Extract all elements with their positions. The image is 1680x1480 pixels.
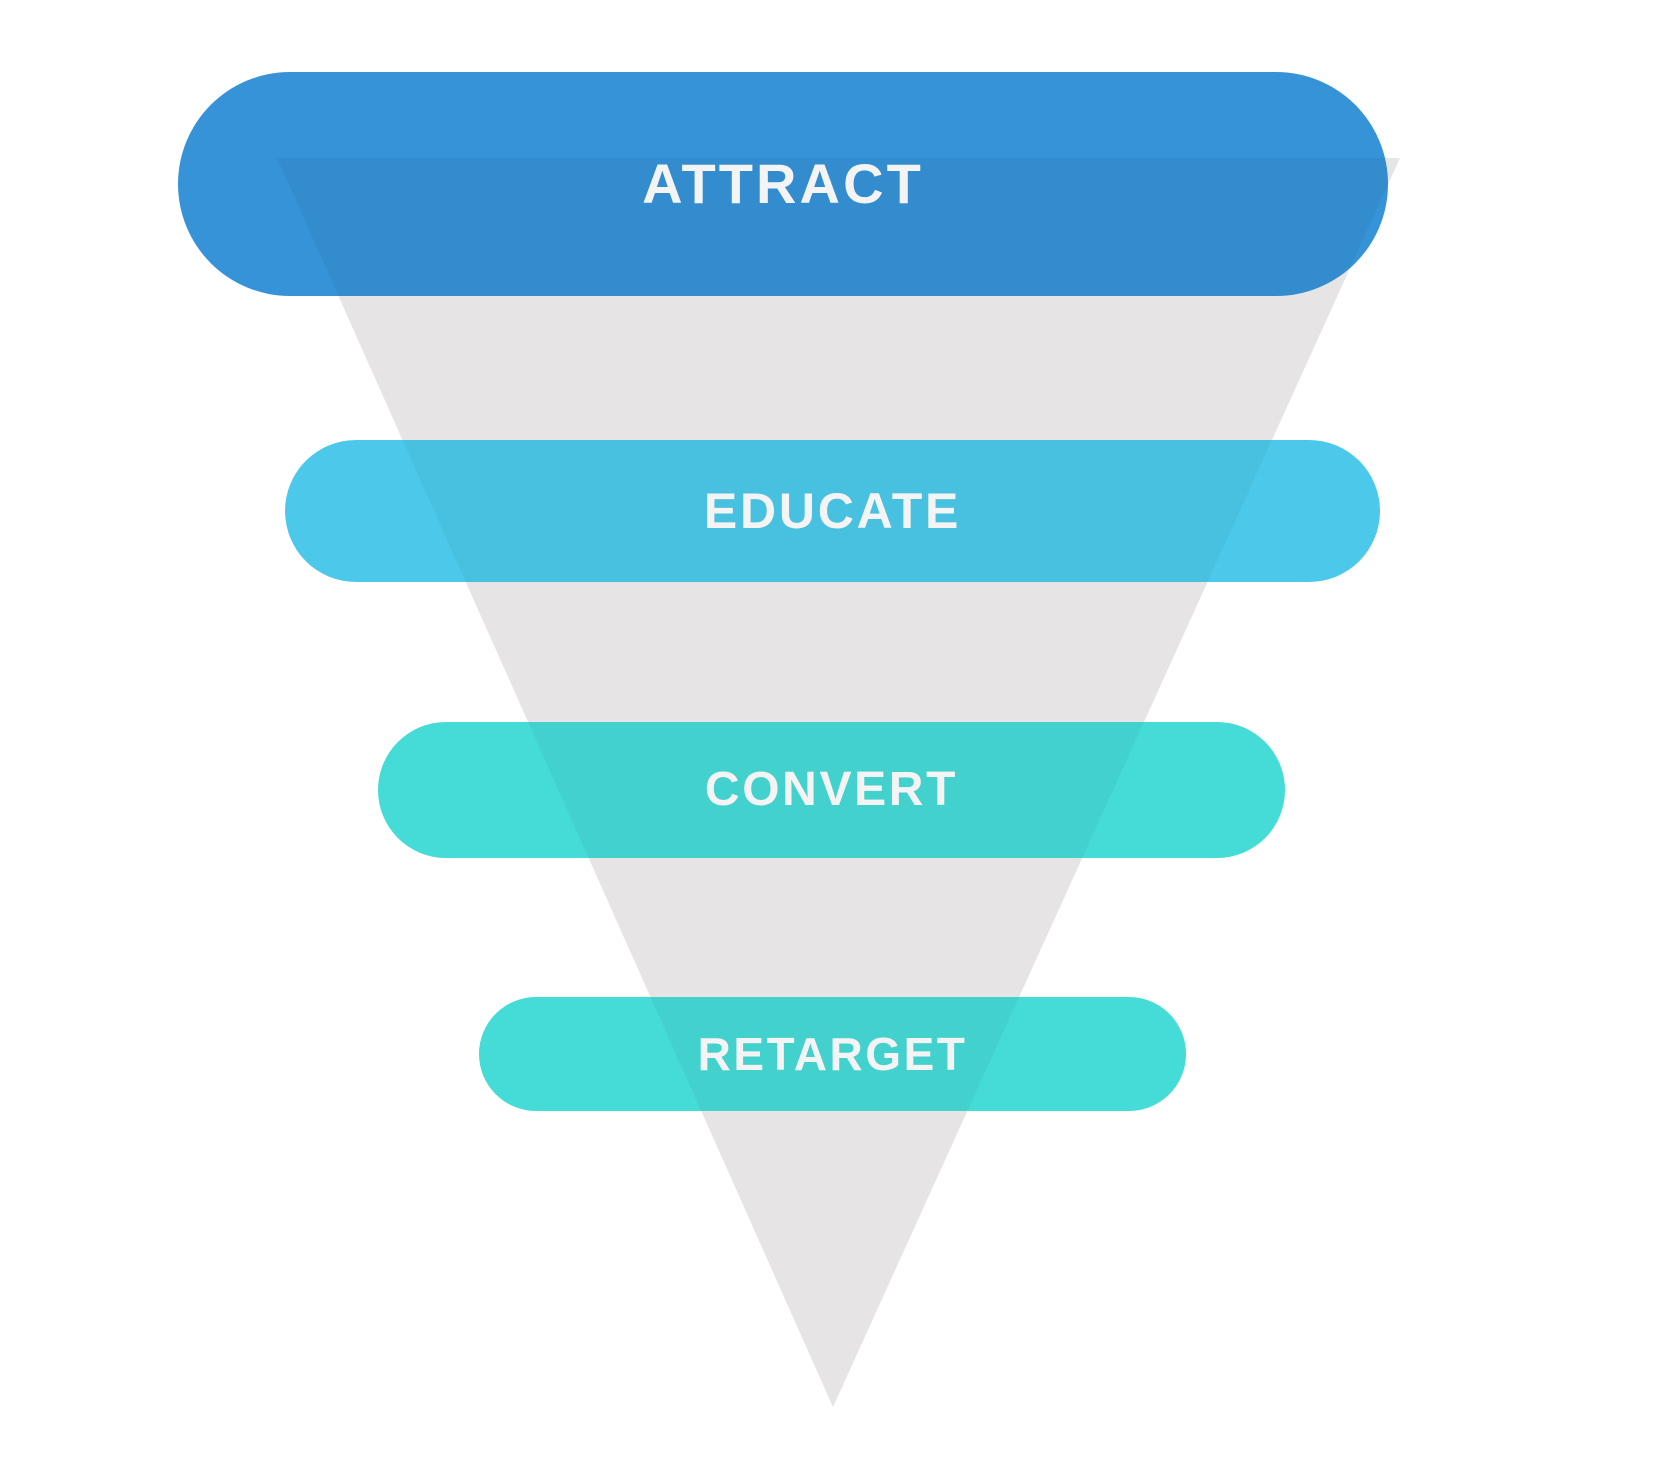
funnel-stage-label-attract: ATTRACT [642, 152, 924, 215]
funnel-stage-convert[interactable]: CONVERT [378, 722, 1285, 858]
funnel-stage-attract[interactable]: ATTRACT [178, 72, 1388, 296]
funnel-stage-label-convert: CONVERT [704, 763, 959, 816]
funnel-stage-retarget[interactable]: RETARGET [479, 997, 1186, 1111]
funnel-stage-label-retarget: RETARGET [697, 1028, 968, 1080]
funnel-stage-educate[interactable]: EDUCATE [285, 440, 1380, 582]
funnel-stage-label-educate: EDUCATE [703, 483, 962, 539]
